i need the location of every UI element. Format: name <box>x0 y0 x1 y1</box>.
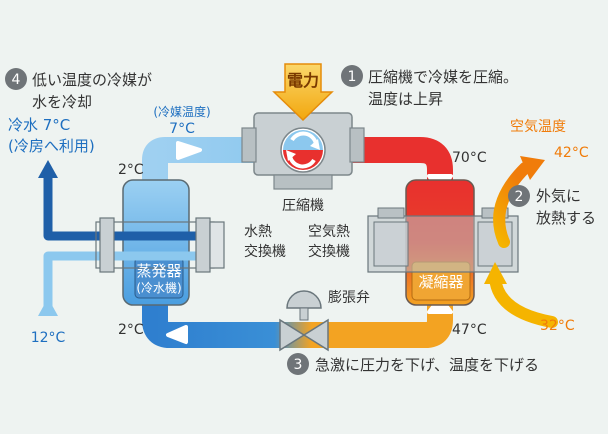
air-temp-label: 空気温度 <box>510 119 566 135</box>
cold-water-label-2: (冷房へ利用) <box>8 137 95 155</box>
condenser-label: 凝縮器 <box>418 273 463 291</box>
temp-water-in: 12°C <box>31 330 66 346</box>
flow-arrow-bottom-left <box>166 325 188 344</box>
temp-air-in: 32°C <box>540 318 575 334</box>
compressor-label: 圧縮機 <box>282 198 324 214</box>
svg-text:2: 2 <box>515 189 524 205</box>
svg-text:3: 3 <box>294 357 303 373</box>
air-temp-value: 42°C <box>554 145 589 161</box>
water-heat-exchanger <box>95 217 225 273</box>
evaporator-label: 蒸発器 <box>136 262 181 280</box>
compressor <box>241 112 365 190</box>
water-hx-label-1: 水熱 <box>244 224 272 240</box>
air-hx-label-2: 交換機 <box>308 243 350 260</box>
step-badge-3: 3 <box>287 353 309 375</box>
expansion-valve-label: 膨張弁 <box>328 289 370 306</box>
air-out-flow <box>493 162 531 248</box>
power-label: 電力 <box>287 71 319 90</box>
temp-cond-top: 70°C <box>452 150 487 166</box>
step-4-line1: 低い温度の冷媒が <box>32 71 152 89</box>
temp-evap-bottom: 2°C <box>118 322 144 338</box>
flow-arrow-top-left <box>176 141 202 160</box>
air-in-arrow <box>484 262 507 284</box>
step-badge-2: 2 <box>508 185 530 207</box>
cold-water-label-1: 冷水 7°C <box>8 116 70 134</box>
step-1-line2: 温度は上昇 <box>368 90 443 108</box>
return-water-pipe <box>43 251 215 312</box>
air-in-flow <box>489 272 558 328</box>
water-hx-label-2: 交換機 <box>244 243 286 260</box>
step-2-line2: 放熱する <box>536 209 596 227</box>
step-4-line2: 水を冷却 <box>32 93 92 111</box>
expansion-valve <box>279 290 329 352</box>
step-3-text: 急激に圧力を下げ、温度を下げる <box>315 356 539 374</box>
refrigerant-temp-label: (冷媒温度) <box>153 104 210 119</box>
power-arrow <box>272 63 334 122</box>
air-hx-label-1: 空気熱 <box>308 224 350 240</box>
return-water-arrow <box>38 298 58 316</box>
cold-water-arrow <box>38 160 58 178</box>
air-out-arrow <box>520 156 545 180</box>
svg-text:4: 4 <box>12 72 21 88</box>
temp-evap-top: 2°C <box>118 162 144 178</box>
step-badge-4: 4 <box>5 68 27 90</box>
cold-water-pipe <box>43 175 215 241</box>
step-2-line1: 外気に <box>536 187 581 205</box>
temp-cond-bottom: 47°C <box>452 322 487 338</box>
step-1-line1: 圧縮機で冷媒を圧縮。 <box>368 68 518 86</box>
step-badge-1: 1 <box>341 65 363 87</box>
svg-text:1: 1 <box>348 69 357 85</box>
evaporator-sublabel: (冷水機) <box>136 280 181 295</box>
refrigerant-temp-value: 7°C <box>169 121 195 137</box>
